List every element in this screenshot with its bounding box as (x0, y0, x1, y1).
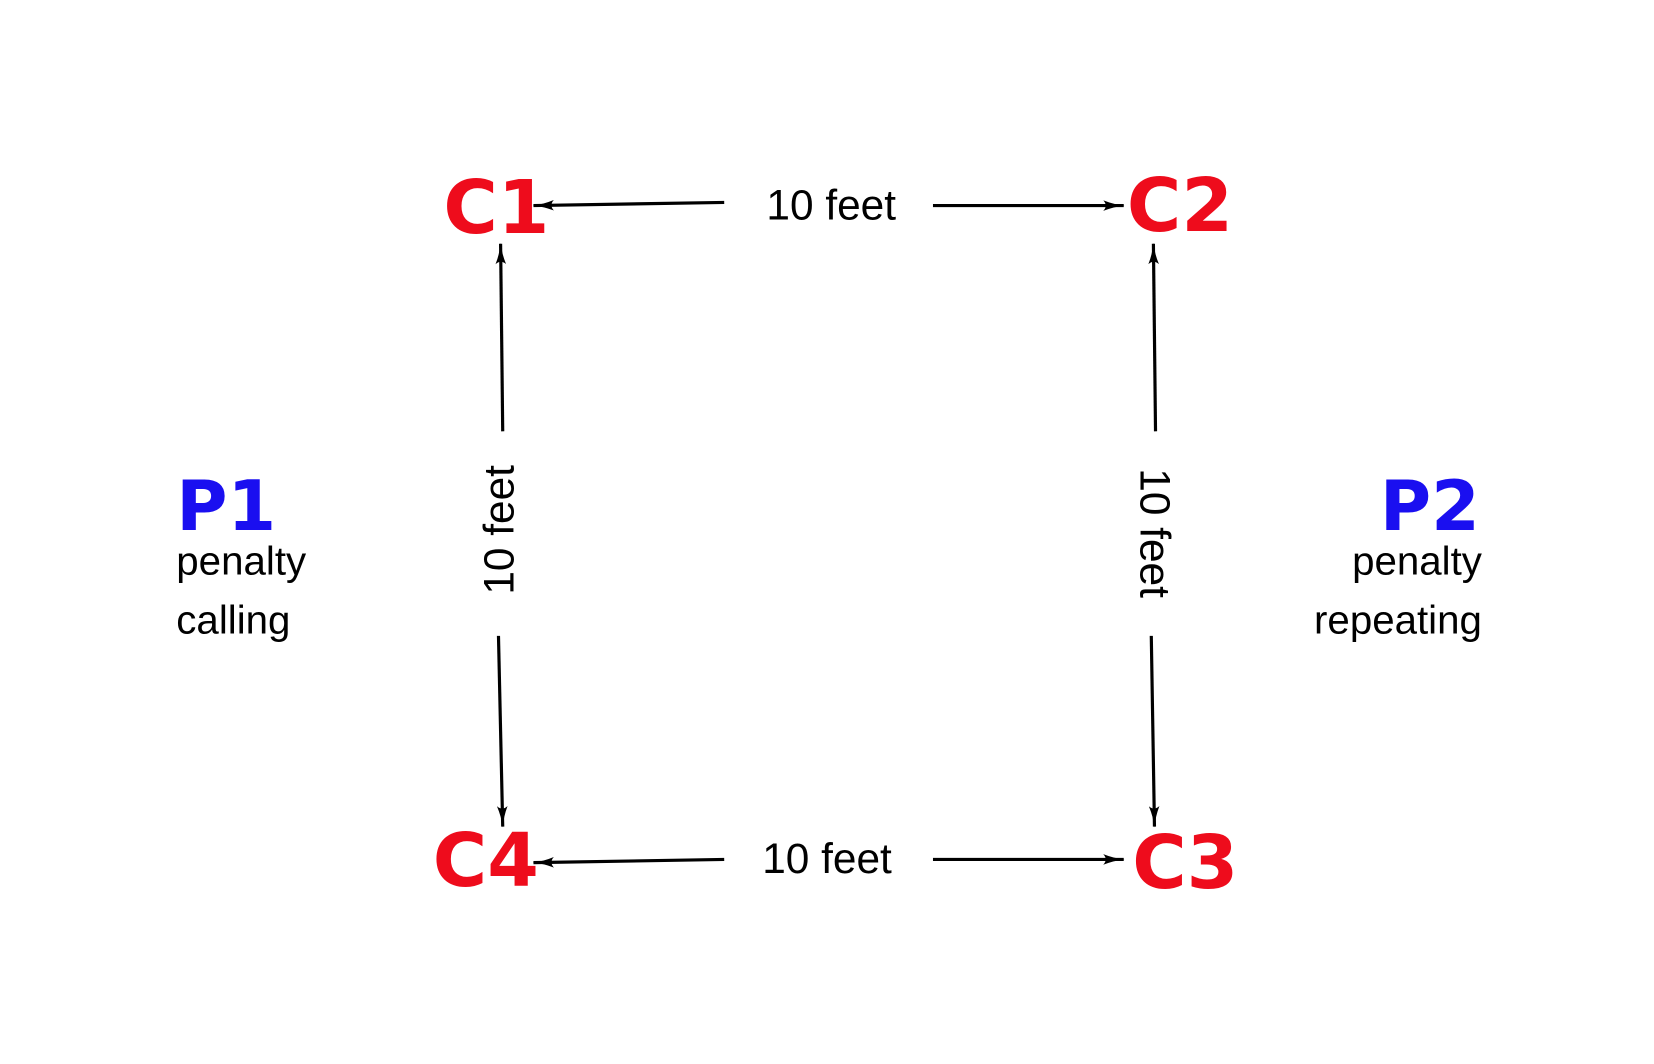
player-p1: P1 (176, 466, 276, 547)
distance-label-top: 10 feet (766, 181, 896, 228)
p2-role-line2: repeating (1314, 598, 1482, 643)
arrow-to-c1 (532, 199, 725, 211)
arrow-right-down-to-c3 (1148, 635, 1160, 828)
distance-label-bottom: 10 feet (762, 835, 892, 882)
corner-c3: C3 (1132, 820, 1238, 906)
distance-label-right: 10 feet (1132, 468, 1179, 598)
p1-role-line1: penalty (176, 538, 307, 583)
arrow-right-up-to-c2 (1148, 243, 1159, 432)
arrow-left-up-to-c1 (495, 243, 507, 432)
corner-c1: C1 (443, 165, 549, 251)
corner-c2: C2 (1127, 163, 1233, 249)
p1-role-line2: calling (176, 598, 290, 643)
distance-label-left: 10 feet (475, 465, 522, 595)
player-p2: P2 (1380, 466, 1480, 547)
arrow-to-c4 (532, 857, 725, 868)
corner-c4: C4 (433, 818, 539, 904)
p2-role-line1: penalty (1352, 538, 1483, 583)
arrow-left-down-to-c4 (496, 635, 508, 828)
